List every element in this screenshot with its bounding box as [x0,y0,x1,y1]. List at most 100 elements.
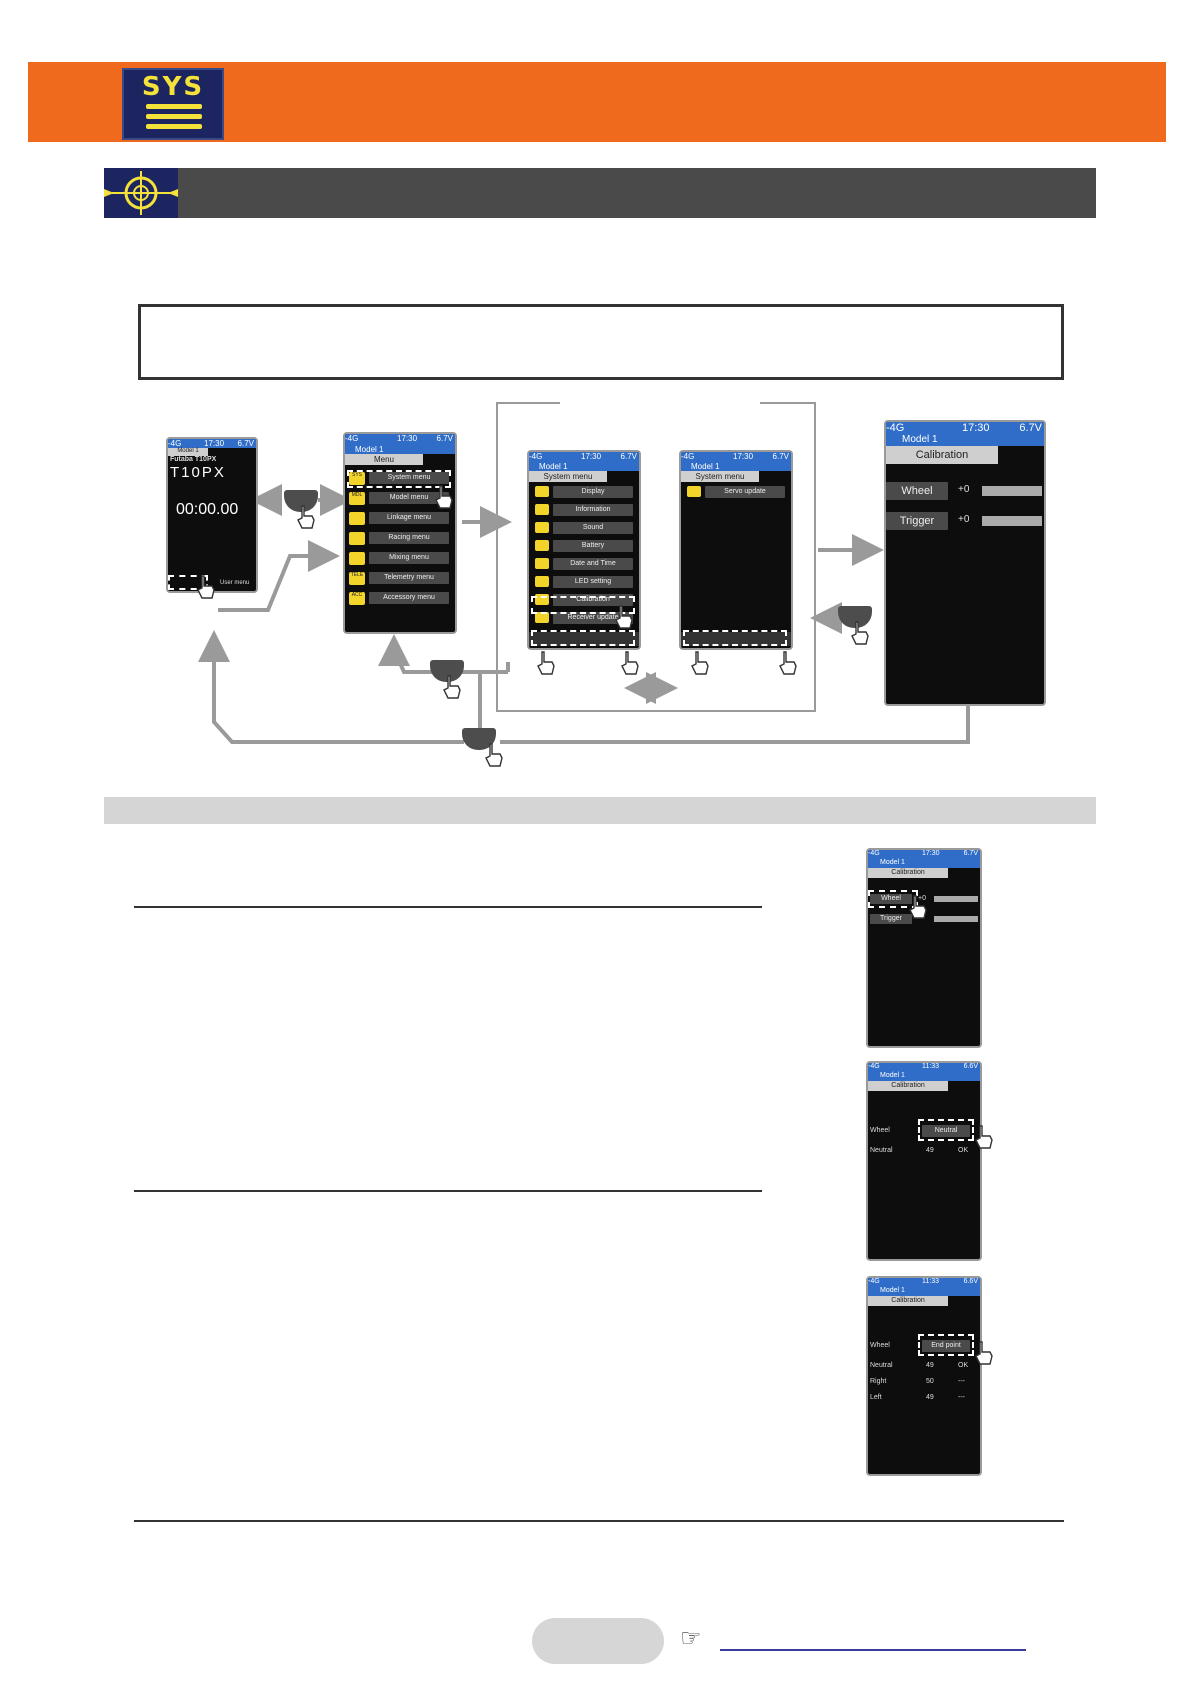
wheel-label: Wheel [870,1127,890,1134]
hand-pointer-icon [974,1340,994,1366]
right-value: 50 [926,1378,934,1385]
status-battery: 6.6V [964,1278,978,1285]
divider [134,1520,1064,1522]
right-status: --- [958,1378,965,1385]
status-bar: -4G 11:33 6.6V [868,1278,980,1287]
page-nav-highlight [683,630,787,646]
system-menu-icon [535,540,549,551]
system-menu-icon [535,522,549,533]
trigger-bar [934,916,978,922]
status-battery: 6.7V [1019,422,1042,434]
neutral-label: Neutral [870,1147,893,1154]
model-name: Model 1 [681,462,791,471]
status-battery: 6.7V [964,850,978,857]
status-time: 11:33 [922,1278,939,1285]
system-menu-tab: System menu [681,471,759,482]
system-menu-screen-2: -4G 17:30 6.7V Model 1 System menu Servo… [679,450,793,650]
hand-pointer-icon [850,620,870,646]
home-screen: -4G 17:30 6.7V Model 1 Futaba T10PX T10P… [166,437,258,593]
calibration-tab: Calibration [868,868,948,878]
timer-display[interactable]: 00:00.00 [176,501,238,519]
status-bar: -4G 17:30 6.7V [868,850,980,859]
system-menu-icon [535,486,549,497]
system-menu-item[interactable]: Date and Time [553,558,633,570]
status-signal: -4G [345,434,358,443]
pointing-hand-icon: ☞ [680,1624,702,1652]
step3-screen: -4G 11:33 6.6V Model 1 Calibration Wheel… [866,1276,982,1476]
end-point-highlight [918,1334,974,1356]
system-menu-item[interactable]: LED setting [553,576,633,588]
user-menu-button[interactable]: User menu [220,580,249,586]
left-status: --- [958,1394,965,1401]
hand-pointer-icon [620,650,640,676]
status-time: 17:30 [733,452,753,461]
status-time: 17:30 [204,439,224,448]
status-signal: -4G [868,1063,880,1070]
system-menu-item[interactable]: Sound [553,522,633,534]
status-signal: -4G [886,422,904,434]
calibration-tab: Calibration [868,1296,948,1306]
hand-pointer-icon [974,1124,994,1150]
hand-pointer-icon [484,742,504,768]
status-bar: -4G 11:33 6.6V [868,1063,980,1072]
system-menu-item[interactable]: Servo update [705,486,785,498]
menu-item[interactable]: Accessory menu [369,592,449,604]
step1-screen: -4G 17:30 6.7V Model 1 Calibration Wheel… [866,848,982,1048]
step2-screen: -4G 11:33 6.6V Model 1 Calibration Wheel… [866,1061,982,1261]
status-bar: -4G 17:30 6.7V [886,422,1044,434]
menu-tab: Menu [345,454,423,465]
status-signal: -4G [168,439,181,448]
divider [134,1190,762,1192]
wheel-bar [982,486,1042,496]
trigger-button[interactable]: Trigger [886,512,948,530]
system-menu-icon [535,504,549,515]
procedure-header-band [104,797,1096,824]
calibration-crosshair-icon [104,168,178,218]
calibration-tab: Calibration [868,1081,948,1091]
trigger-button[interactable]: Trigger [870,914,912,924]
status-signal: -4G [681,452,694,461]
note-box [138,304,1064,380]
menu-item[interactable]: Linkage menu [369,512,449,524]
hand-pointer-icon [442,674,462,700]
menu-line-icon [146,114,202,119]
section-title-bar [104,168,1096,218]
t10px-logo: T10PX [170,464,226,481]
status-signal: -4G [868,1278,880,1285]
system-menu-tab: System menu [529,471,607,482]
system-menu-item[interactable]: Information [553,504,633,516]
brand-text: Futaba T10PX [170,456,216,463]
hand-pointer-icon [614,604,634,630]
system-menu-item[interactable]: Display [553,486,633,498]
calibration-screen: -4G 17:30 6.7V Model 1 Calibration Wheel… [884,420,1046,706]
menu-item[interactable]: Telemetry menu [369,572,449,584]
model-name: Model 1 [868,859,980,868]
status-battery: 6.6V [964,1063,978,1070]
trigger-bar [982,516,1042,526]
sys-logo-text: SYS [124,72,222,102]
wheel-button[interactable]: Wheel [886,482,948,500]
status-bar: -4G 17:30 6.7V [168,439,256,448]
menu-item[interactable]: Mixing menu [369,552,449,564]
menu-line-icon [146,104,202,109]
menu-item[interactable]: Racing menu [369,532,449,544]
status-bar: -4G 17:30 6.7V [681,452,791,462]
status-time: 11:33 [922,1063,939,1070]
left-label: Left [870,1394,882,1401]
hand-pointer-icon [778,650,798,676]
menu-screen: -4G 17:30 6.7V Model 1 Menu SYSSystem me… [343,432,457,634]
page-number-pill [532,1618,664,1664]
model-name: Model 1 [868,1287,980,1296]
hand-pointer-icon [536,650,556,676]
system-menu-item[interactable]: Battery [553,540,633,552]
wheel-value: +0 [958,484,969,495]
hand-pointer-icon [296,504,316,530]
status-battery: 6.7V [773,452,789,461]
model-name: Model 1 [345,445,455,454]
status-time: 17:30 [962,422,990,434]
model-name: Model 1 [868,1072,980,1081]
menu-icon [349,532,365,545]
reference-link[interactable] [720,1649,1026,1651]
neutral-value: 49 [926,1362,934,1369]
status-time: 17:30 [397,434,417,443]
